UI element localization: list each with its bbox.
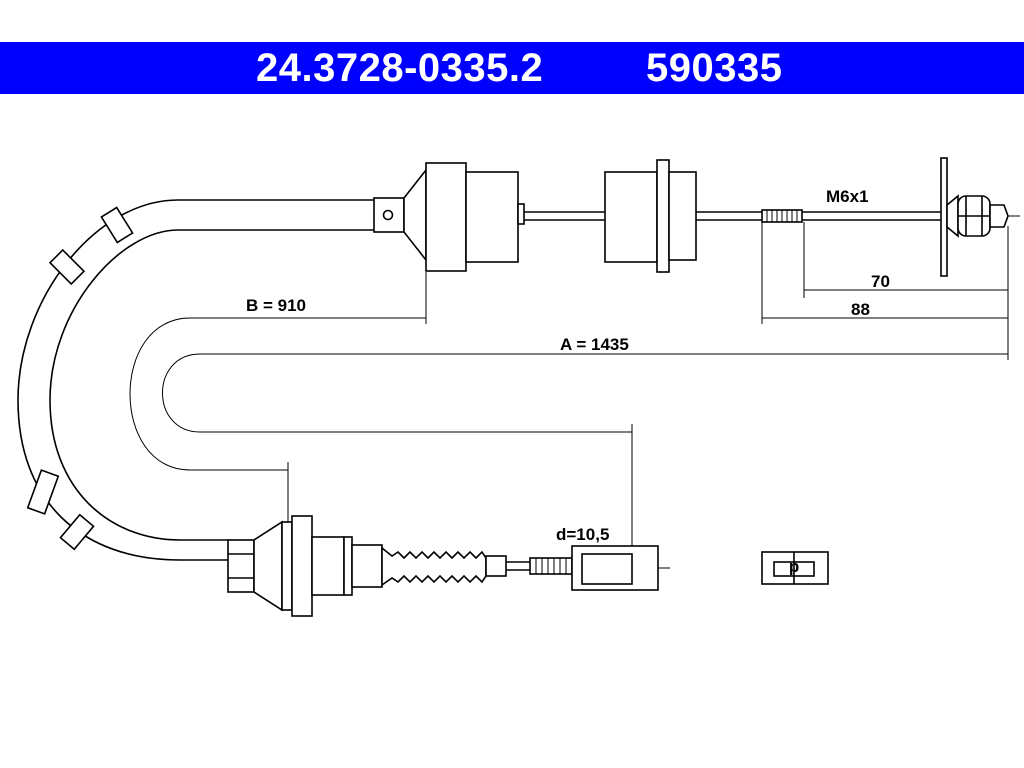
end-nut — [940, 157, 1020, 277]
dimension-lines — [129, 222, 1009, 546]
reference-number: 590335 — [646, 46, 783, 90]
diameter-label: d=10,5 — [556, 525, 609, 544]
part-number: 24.3728-0335.2 — [256, 46, 544, 90]
end-fitting-detail: d — [761, 551, 829, 585]
cable-sheath — [17, 199, 374, 561]
threaded-rod — [761, 209, 942, 223]
end-fitting-letter: d — [789, 559, 799, 578]
length-b-label: B = 910 — [246, 296, 306, 315]
length-a-label: A = 1435 — [560, 335, 629, 354]
sheath-clips — [26, 206, 134, 551]
thread-label: M6x1 — [826, 187, 869, 206]
dim-70-label: 70 — [871, 272, 890, 291]
title-banner: 24.3728-0335.2 590335 — [0, 42, 1024, 94]
lower-end-assembly — [227, 515, 670, 617]
upper-adjuster — [373, 159, 762, 273]
dim-88-label: 88 — [851, 300, 870, 319]
